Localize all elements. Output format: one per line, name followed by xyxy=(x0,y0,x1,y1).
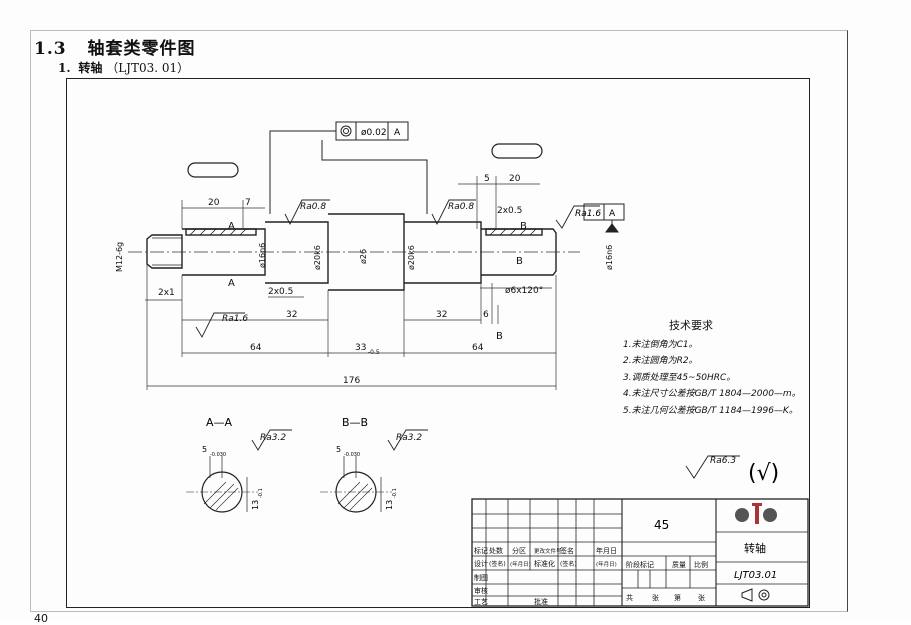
ra-32b: Ra3.2 xyxy=(396,433,422,443)
dim-32a: 32 xyxy=(286,310,297,320)
dim-dia2: ø20k6 xyxy=(313,245,322,270)
section-heading: 1.3 轴套类零件图 xyxy=(34,34,196,59)
dim-33: 33 xyxy=(355,343,366,353)
dim-64a: 64 xyxy=(250,343,262,353)
dim-chamfer: ø6x120° xyxy=(505,286,543,296)
page-number: 40 xyxy=(34,612,48,625)
dim-dia5: ø16n6 xyxy=(605,245,614,270)
dim-dia4: ø20k6 xyxy=(407,245,416,270)
tb-chushu: 处数 xyxy=(489,546,503,555)
ra-08a: Ra0.8 xyxy=(300,202,326,212)
title-block-grid xyxy=(471,498,809,607)
technical-requirements: 技术要求 1.未注倒角为C1。 2.未注圆角为R2。 3.调质处理至45~50H… xyxy=(623,318,801,419)
tb-part-name: 转轴 xyxy=(744,541,766,555)
dim-dia1: ø16n6 xyxy=(258,243,267,268)
aa-depth-tol: -0.1 xyxy=(258,488,264,498)
bb-title: B—B xyxy=(342,416,368,429)
dim-6: 6 xyxy=(483,310,489,320)
dim-20b: 20 xyxy=(509,174,521,184)
sub-number: 1. xyxy=(58,61,71,75)
dim-thread: M12-6g xyxy=(115,242,124,272)
dim-33-tol: -0.5 xyxy=(368,349,380,356)
projection-symbol-icon xyxy=(741,588,770,602)
aa-depth: 13 xyxy=(251,500,260,510)
tb-part-code: LJT03.01 xyxy=(734,570,777,581)
ra-right: Ra1.6 xyxy=(575,209,601,219)
tb-nianyueri: 年月日 xyxy=(596,546,617,555)
tech-item: 5.未注几何公差按GB/T 1184—1996—K。 xyxy=(623,405,798,416)
datum-a: A xyxy=(609,209,616,219)
general-mark: (√) xyxy=(748,461,779,486)
aa-width-tol: -0.030 xyxy=(210,452,226,458)
bb-width: 5 xyxy=(336,445,341,454)
dim-20a: 20 xyxy=(208,198,220,208)
drawing-frame xyxy=(66,78,810,608)
tb-shenhe: 审核 xyxy=(474,586,488,595)
aa-title: A—A xyxy=(206,416,233,429)
ra-16: Ra1.6 xyxy=(222,314,248,324)
tb-biaoji: 标记 xyxy=(474,546,488,555)
dim-176: 176 xyxy=(343,376,360,386)
tb-gongyi: 工艺 xyxy=(474,598,488,606)
bb-depth: 13 xyxy=(385,500,394,510)
tech-title: 技术要求 xyxy=(669,319,713,332)
ra-08b: Ra0.8 xyxy=(448,202,474,212)
tb-qm: (签名) xyxy=(489,560,506,568)
tb-zhitu: 制图 xyxy=(474,573,488,582)
sec-a2: A xyxy=(228,278,235,289)
ra-32a: Ra3.2 xyxy=(260,433,286,443)
tech-item: 2.未注圆角为R2。 xyxy=(623,356,698,366)
tb-biaozhunhua: 标准化 xyxy=(534,559,555,568)
tol-value: ø0.02 xyxy=(361,128,387,138)
dim-7: 7 xyxy=(245,198,251,208)
dim-dia3: ø26 xyxy=(359,249,368,264)
tb-material: 45 xyxy=(654,518,669,532)
tb-qm2: (签名) xyxy=(560,560,577,568)
company-logo-icon xyxy=(735,503,777,524)
tb-zhiliang: 质量 xyxy=(672,560,686,569)
dim-2x1: 2x1 xyxy=(158,288,175,298)
dim-64b: 64 xyxy=(472,343,484,353)
tb-jieduan: 阶段标记 xyxy=(626,560,654,569)
sec-b1: B xyxy=(520,221,527,232)
tb-genggai: 更改文件号 xyxy=(534,547,562,555)
dim-32b: 32 xyxy=(436,310,447,320)
sub-heading: 1. 转轴 （LJT03. 01） xyxy=(58,59,189,76)
dim-2x05b: 2x0.5 xyxy=(497,206,522,216)
tb-gong: 共 xyxy=(626,593,633,602)
ra-63: Ra6.3 xyxy=(710,456,736,466)
tb-zhang2: 张 xyxy=(698,593,705,602)
sec-b3: B xyxy=(496,331,503,342)
dim-5: 5 xyxy=(484,174,490,184)
section-number: 1.3 xyxy=(34,39,67,59)
tb-pizhun: 批准 xyxy=(534,597,548,606)
tech-item: 3.调质处理至45~50HRC。 xyxy=(623,372,736,383)
sub-code: （LJT03. 01） xyxy=(106,61,190,75)
tb-qianming: 签名 xyxy=(560,546,574,555)
tb-nyr: (年月日) xyxy=(510,560,531,568)
tb-sheji: 设计 xyxy=(474,559,488,568)
tb-zhang: 张 xyxy=(652,593,659,602)
tb-di: 第 xyxy=(674,593,681,602)
tb-bili: 比例 xyxy=(694,560,708,569)
aa-width: 5 xyxy=(202,445,207,454)
bb-depth-tol: -0.1 xyxy=(392,488,398,498)
sec-a1: A xyxy=(228,221,235,232)
section-title: 轴套类零件图 xyxy=(87,39,196,59)
tb-fenqu: 分区 xyxy=(512,546,526,555)
sec-b2: B xyxy=(516,256,523,267)
tol-datum: A xyxy=(394,128,401,138)
page-border xyxy=(30,30,848,612)
tb-nyr2: (年月日) xyxy=(596,560,617,568)
tech-item: 4.未注尺寸公差按GB/T 1804—2000—m。 xyxy=(623,389,801,399)
tech-item: 1.未注倒角为C1。 xyxy=(623,339,698,350)
dim-2x05a: 2x0.5 xyxy=(268,287,293,297)
sub-name: 转轴 xyxy=(78,61,103,75)
bb-width-tol: -0.030 xyxy=(344,452,360,458)
